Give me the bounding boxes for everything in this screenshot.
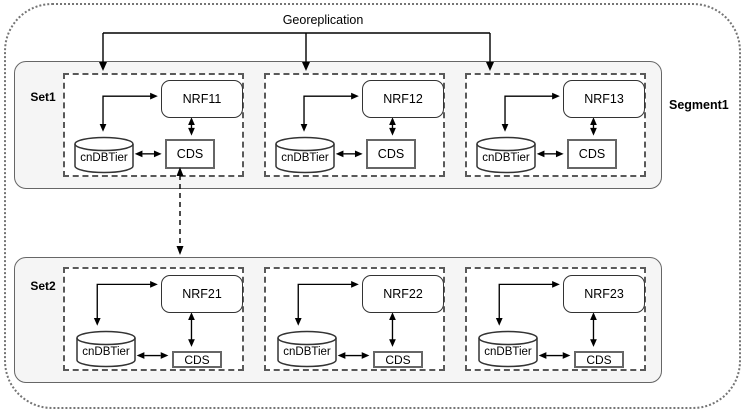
set1-cells: NRF11 cnDBTier CDS bbox=[63, 73, 646, 177]
cylinder-icon bbox=[277, 330, 337, 368]
cell-arrows bbox=[294, 281, 396, 359]
set2-cell-nrf23: NRF23 cnDBTier CDS bbox=[465, 267, 646, 371]
outer-dotted-boundary bbox=[4, 3, 741, 409]
cndbtier-node: cnDBTier bbox=[477, 329, 539, 369]
nrf-node: NRF21 bbox=[161, 275, 243, 313]
set2-container: Set2 NRF21 bbox=[14, 257, 662, 383]
cndbtier-label: cnDBTier bbox=[482, 152, 530, 164]
set1-cell-nrf11: NRF11 cnDBTier CDS bbox=[63, 73, 244, 177]
cndbtier-label: cnDBTier bbox=[281, 152, 329, 164]
set2-cell-nrf21: NRF21 cnDBTier CDS bbox=[63, 267, 244, 371]
cell-arrows bbox=[501, 92, 597, 158]
cndbtier-label: cnDBTier bbox=[80, 152, 128, 164]
set2-cell-nrf22: NRF22 cnDBTier CDS bbox=[264, 267, 445, 371]
nrf-node: NRF13 bbox=[563, 80, 645, 118]
cds-node: CDS bbox=[574, 351, 624, 368]
nrf-node: NRF12 bbox=[362, 80, 444, 118]
cndbtier-label: cnDBTier bbox=[82, 346, 130, 358]
set2-label: Set2 bbox=[30, 279, 56, 293]
cell-arrows bbox=[300, 92, 396, 158]
georeplication-label: Georeplication bbox=[282, 13, 364, 27]
cds-node: CDS bbox=[366, 139, 416, 169]
cds-node: CDS bbox=[172, 351, 222, 368]
cylinder-icon bbox=[275, 136, 335, 174]
cndbtier-node: cnDBTier bbox=[475, 135, 537, 175]
cylinder-icon bbox=[478, 330, 538, 368]
cndbtier-node: cnDBTier bbox=[73, 135, 135, 175]
cndbtier-node: cnDBTier bbox=[274, 135, 336, 175]
cndbtier-node: cnDBTier bbox=[75, 329, 137, 369]
set1-cell-nrf12: NRF12 cnDBTier CDS bbox=[264, 73, 445, 177]
nrf-node: NRF22 bbox=[362, 275, 444, 313]
cylinder-icon bbox=[74, 136, 134, 174]
nrf-node: NRF23 bbox=[563, 275, 645, 313]
cell-arrows bbox=[99, 92, 195, 158]
cndbtier-label: cnDBTier bbox=[484, 346, 532, 358]
segment1-label: Segment1 bbox=[669, 98, 729, 112]
cylinder-icon bbox=[76, 330, 136, 368]
set1-label: Set1 bbox=[30, 90, 56, 104]
cndbtier-node: cnDBTier bbox=[276, 329, 338, 369]
cylinder-icon bbox=[476, 136, 536, 174]
set2-cells: NRF21 cnDBTier CDS bbox=[63, 267, 646, 371]
nrf-node: NRF11 bbox=[161, 80, 243, 118]
cell-arrows bbox=[93, 281, 195, 359]
cds-node: CDS bbox=[165, 139, 215, 169]
cndbtier-label: cnDBTier bbox=[283, 346, 331, 358]
cds-node: CDS bbox=[567, 139, 617, 169]
cds-node: CDS bbox=[373, 351, 423, 368]
cell-arrows bbox=[495, 281, 597, 359]
set1-cell-nrf13: NRF13 cnDBTier CDS bbox=[465, 73, 646, 177]
set1-container: Set1 NRF11 bbox=[14, 61, 662, 189]
